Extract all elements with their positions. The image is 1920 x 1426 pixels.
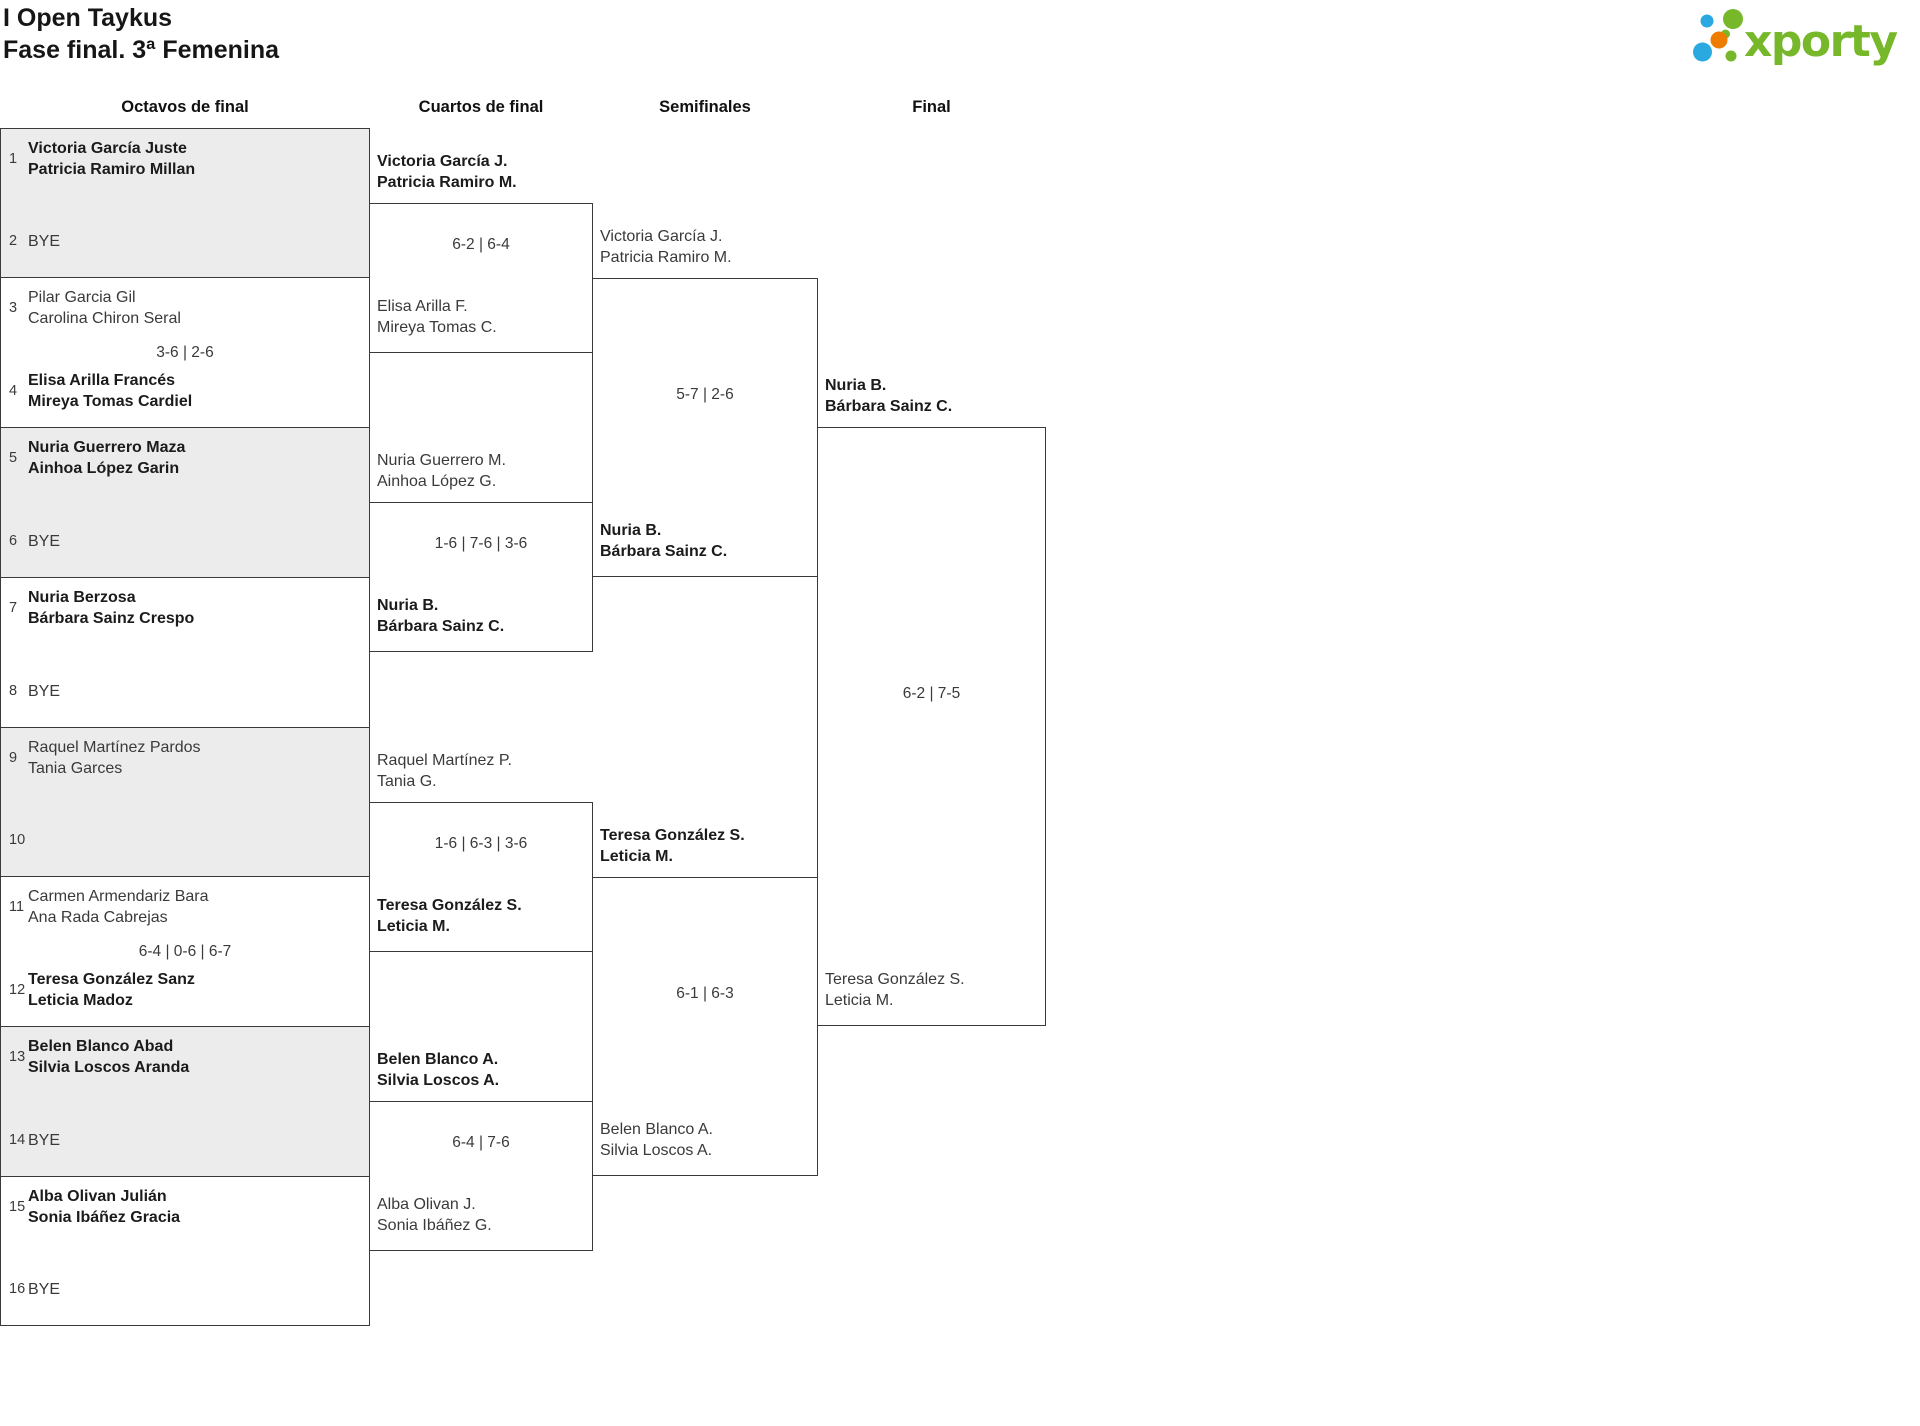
team-label: Nuria B.Bárbara Sainz C. <box>377 597 505 635</box>
team-label: Belen Blanco A.Silvia Loscos A. <box>377 1051 500 1089</box>
match-score: 6-2 | 7-5 <box>902 684 961 702</box>
match-score: 6-4 | 7-6 <box>452 1134 510 1151</box>
match-cuartos-2: Nuria Guerrero M.Ainhoa López G. 1-6 | 7… <box>369 452 593 652</box>
logo-text: xporty <box>1744 16 1897 67</box>
logo-dot-blue-small <box>1700 14 1714 28</box>
seed-number: 15 <box>9 1199 26 1215</box>
round-header-semifinales: Semifinales <box>659 98 751 116</box>
team-label: Victoria García J.Patricia Ramiro M. <box>600 228 732 266</box>
team-names: BYE <box>28 532 61 550</box>
logo-dot-green-big <box>1723 9 1743 29</box>
team-names: BYE <box>28 682 61 700</box>
team-slot: 10 <box>1 812 369 868</box>
round-header-octavos: Octavos de final <box>121 98 249 116</box>
seed-number: 7 <box>9 600 18 616</box>
seed-number: 14 <box>9 1132 26 1148</box>
team-label: Nuria B.Bárbara Sainz C. <box>600 522 728 560</box>
team-slot: 14 BYE <box>1 1112 369 1168</box>
round-header-cuartos: Cuartos de final <box>418 98 544 116</box>
seed-number: 2 <box>9 233 18 249</box>
xporty-logo: xporty <box>1693 9 1899 67</box>
match-score: 6-2 | 6-4 <box>452 236 510 253</box>
team-label: Teresa González S.Leticia M. <box>600 827 745 865</box>
team-slot: 16 BYE <box>1 1261 369 1317</box>
team-names: BYE <box>28 1280 61 1298</box>
team-label: Elisa Arilla F.Mireya Tomas C. <box>377 298 497 336</box>
team-label: Alba Olivan J.Sonia Ibáñez G. <box>377 1196 492 1234</box>
seed-number: 4 <box>9 383 18 399</box>
match-final: Nuria B.Bárbara Sainz C. 6-2 | 7-5 Teres… <box>817 377 1046 1026</box>
match-score: 5-7 | 2-6 <box>676 385 734 403</box>
seed-number: 9 <box>9 750 18 766</box>
match-score: 6-1 | 6-3 <box>676 984 734 1002</box>
seed-number: 10 <box>9 832 26 848</box>
seed-number: 6 <box>9 533 18 549</box>
logo-dot-blue-big <box>1693 42 1712 62</box>
team-label: Victoria García J.Patricia Ramiro M. <box>377 153 517 191</box>
seed-number: 13 <box>9 1049 26 1065</box>
tournament-name: I Open Taykus <box>3 4 173 32</box>
match-score: 3-6 | 2-6 <box>156 343 214 361</box>
match-semifinal-1: Victoria García J.Patricia Ramiro M. 5-7… <box>592 228 818 577</box>
team-label: Teresa González S.Leticia M. <box>377 897 522 935</box>
seed-number: 5 <box>9 450 18 466</box>
team-names: BYE <box>28 1131 61 1149</box>
seed-number: 11 <box>9 899 25 915</box>
team-slot: 2 BYE <box>1 213 369 269</box>
logo-dot-green-small <box>1725 50 1737 62</box>
match-score: 6-4 | 0-6 | 6-7 <box>138 942 232 960</box>
match-cuartos-4: Belen Blanco A.Silvia Loscos A. 6-4 | 7-… <box>369 1051 593 1251</box>
logo-dot-orange <box>1710 31 1728 49</box>
match-cuartos-1: Victoria García J.Patricia Ramiro M. 6-2… <box>369 153 593 353</box>
team-label: Raquel Martínez P.Tania G. <box>377 752 512 790</box>
team-names: BYE <box>28 232 61 250</box>
seed-number: 8 <box>9 683 18 699</box>
team-slot: 8 BYE <box>1 663 369 719</box>
team-label: Nuria Guerrero M.Ainhoa López G. <box>377 452 506 490</box>
phase-name: Fase final. 3ª Femenina <box>3 36 280 64</box>
team-slot: 6 BYE <box>1 513 369 569</box>
match-semifinal-2: Teresa González S.Leticia M. 6-1 | 6-3 B… <box>592 827 818 1176</box>
match-score: 1-6 | 6-3 | 3-6 <box>434 835 528 852</box>
seed-number: 12 <box>9 982 26 998</box>
team-label: Teresa González S.Leticia M. <box>825 971 965 1009</box>
match-cuartos-3: Raquel Martínez P.Tania G. 1-6 | 6-3 | 3… <box>369 752 593 952</box>
seed-number: 3 <box>9 300 18 316</box>
team-label: Nuria B.Bárbara Sainz C. <box>825 377 953 415</box>
page-title: I Open Taykus Fase final. 3ª Femenina <box>3 2 279 66</box>
seed-number: 1 <box>9 151 18 167</box>
round-header-final: Final <box>912 98 951 116</box>
team-label: Belen Blanco A.Silvia Loscos A. <box>600 1121 713 1159</box>
match-score: 1-6 | 7-6 | 3-6 <box>434 535 528 552</box>
seed-number: 16 <box>9 1281 26 1297</box>
